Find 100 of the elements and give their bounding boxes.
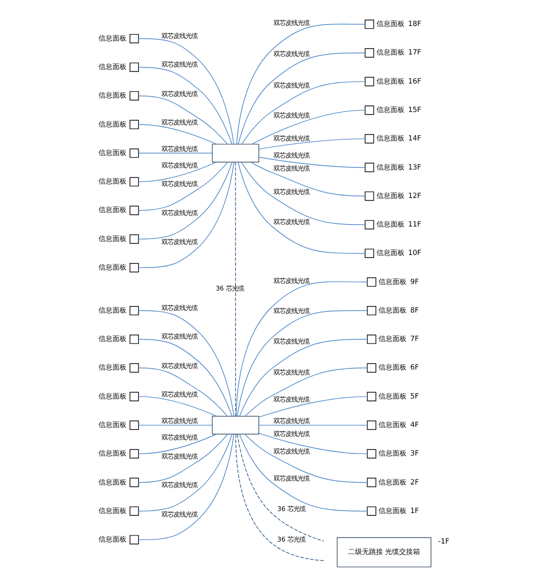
node-label: 5F: [410, 391, 419, 400]
connector: [250, 162, 365, 196]
connector: [138, 424, 213, 426]
node-box: [130, 34, 139, 44]
node-box: [130, 449, 139, 458]
node-box: [364, 162, 374, 172]
node-box: [130, 363, 139, 373]
node-box: [364, 220, 374, 230]
node-label: 信息面板: [98, 205, 126, 214]
node-box: [130, 506, 139, 516]
node-label: 信息面板: [378, 420, 407, 429]
node-label: 信息面板: [376, 190, 405, 200]
connector: [138, 434, 234, 540]
node-box: [130, 535, 139, 544]
node-box: [130, 392, 139, 402]
node-label: 4F: [410, 420, 419, 429]
node-label: 信息面板: [98, 420, 126, 429]
node-label: 信息面板: [98, 148, 126, 157]
connector: [258, 138, 365, 150]
node-label: 18F: [408, 19, 422, 28]
connector: [239, 338, 367, 416]
node-box: [364, 48, 374, 58]
connector: [138, 434, 217, 454]
node-label: 信息面板: [98, 119, 126, 128]
connector: [138, 152, 213, 154]
connector: [138, 162, 234, 268]
node-box: [130, 306, 139, 316]
node-label: 信息面板: [98, 262, 126, 272]
connector: [236, 281, 367, 416]
node-label: 信息面板: [376, 76, 405, 86]
connector: [258, 432, 367, 454]
node-label: 信息面板: [98, 176, 126, 186]
node-box: [364, 248, 374, 258]
connector: [236, 24, 365, 144]
node-label: 信息面板: [98, 305, 126, 314]
node-label: 信息面板: [98, 391, 126, 400]
node-box: [212, 416, 260, 434]
node-label: 信息面板: [98, 90, 126, 100]
node-box: [130, 420, 139, 430]
connector: [138, 162, 232, 240]
node-label: 信息面板: [98, 234, 126, 243]
node-label: 8F: [410, 305, 419, 314]
node-label: 信息面板: [98, 506, 126, 515]
node-label: 信息面板: [376, 162, 405, 172]
node-label: 信息面板: [376, 48, 405, 57]
node-box: [130, 120, 139, 130]
node-box: 二级无跳接 光缆交接箱: [336, 537, 432, 568]
node-box: [130, 148, 139, 158]
node-label: 9F: [410, 276, 419, 286]
node-label: 17F: [408, 48, 422, 57]
node-box: [366, 420, 376, 430]
node-label: 信息面板: [378, 276, 407, 286]
node-label: 3F: [410, 448, 419, 458]
node-box: [366, 392, 376, 402]
connector: [235, 162, 236, 416]
node-label: 信息面板: [98, 62, 126, 72]
connector: [138, 162, 217, 182]
node-label: -1F: [438, 536, 450, 546]
node-label: 信息面板: [378, 448, 407, 458]
node-box: [130, 334, 139, 344]
connector: [244, 368, 367, 416]
connector: [241, 162, 365, 226]
connector: [236, 310, 367, 416]
node-label: 10F: [408, 248, 422, 258]
connector: [138, 96, 228, 144]
connector: [138, 434, 232, 512]
connector: [258, 396, 367, 418]
node-box: [130, 62, 139, 72]
node-box: [364, 76, 374, 86]
node-label: 信息面板: [98, 477, 126, 486]
connector: [258, 156, 365, 168]
node-label: 信息面板: [98, 334, 126, 344]
node-box: [366, 363, 376, 373]
node-label: 信息面板: [378, 506, 407, 515]
node-label: 信息面板: [376, 134, 405, 143]
node-box: [366, 449, 376, 458]
node-label: 信息面板: [98, 534, 126, 544]
node-label: 信息面板: [378, 477, 407, 486]
node-label: 信息面板: [376, 19, 405, 28]
connector: [138, 434, 228, 483]
node-box: [366, 478, 376, 488]
node-label: 信息面板: [376, 220, 405, 229]
node-label: 信息面板: [98, 448, 126, 458]
connector: [138, 66, 232, 144]
node-label: 16F: [408, 76, 422, 86]
connector: [242, 81, 365, 144]
node-label: 信息面板: [378, 362, 407, 372]
node-box: [364, 191, 374, 201]
connector: [238, 162, 365, 254]
node-label: 6F: [410, 362, 419, 372]
connector: [238, 52, 365, 144]
node-box: [366, 306, 376, 316]
connector: [252, 110, 365, 144]
node-label: 信息面板: [378, 305, 407, 314]
connector: [138, 38, 234, 144]
node-label: 7F: [410, 334, 419, 344]
node-label: 11F: [408, 220, 422, 229]
node-box: [130, 91, 139, 101]
connector: [235, 434, 324, 561]
node-box: [130, 206, 139, 216]
